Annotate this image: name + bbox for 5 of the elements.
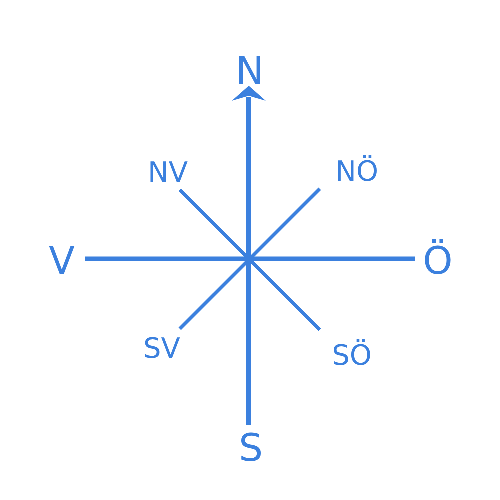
direction-label: S: [238, 429, 264, 467]
direction-label: SV: [144, 335, 180, 363]
direction-label: V: [49, 242, 75, 280]
direction-label: N: [236, 52, 264, 90]
direction-label: NV: [148, 159, 188, 187]
